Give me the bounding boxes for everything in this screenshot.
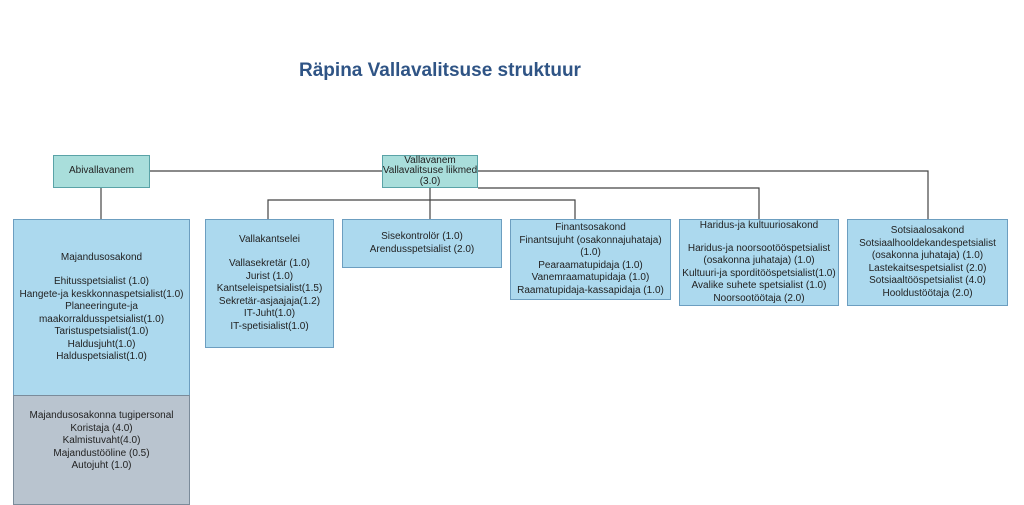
position-item: Sotsiaaltööspetsialist (4.0) xyxy=(869,275,986,286)
position-item: Haldusjuht(1.0) xyxy=(67,338,136,350)
position-item: Kantseleispetsialist(1.5) xyxy=(216,283,323,295)
position-item: Taristuspetsialist(1.0) xyxy=(54,326,149,337)
node-heading: Vallakantselei xyxy=(239,233,300,245)
node-vallavanem[interactable]: Vallavanem Vallavalitsuse liikmed (3.0) xyxy=(382,155,478,188)
position-item: Planeeringute-ja xyxy=(65,301,138,312)
position-item: (osakonna juhataja) (1.0) xyxy=(703,255,815,266)
node-vallakantselei[interactable]: Vallakantselei Vallasekretär (1.0) Juris… xyxy=(205,219,334,348)
position-item: (1.0) xyxy=(580,247,601,258)
node-heading: Majandusosakond xyxy=(60,251,143,263)
position-item: Hooldustöötaja (2.0) xyxy=(882,287,973,299)
position-item: Kultuuri-ja sporditööspetsialist(1.0) xyxy=(682,267,836,279)
position-item: Autojuht (1.0) xyxy=(71,460,132,471)
position-item: Koristaja (4.0) xyxy=(70,422,133,434)
node-finantsosakond[interactable]: Finantsosakond Finantsujuht (osakonnajuh… xyxy=(510,219,671,300)
node-sisekontroll[interactable]: Sisekontrolör (1.0) Arendusspetsialist (… xyxy=(342,219,502,268)
node-label: Vallavalitsuse liikmed xyxy=(382,165,478,177)
node-label: Abivallavanem xyxy=(68,165,135,177)
position-item: Raamatupidaja-kassapidaja (1.0) xyxy=(517,284,664,296)
position-item: Majandustööline (0.5) xyxy=(53,447,150,459)
node-majandusosakond[interactable]: Majandusosakond Ehitusspetsialist (1.0) … xyxy=(13,219,190,396)
position-item: Sotsiaalhooldekandespetsialist xyxy=(859,237,996,249)
position-item: Sekretär-asjaajaja(1.2) xyxy=(218,295,321,307)
position-item: maakorraldusspetsialist(1.0) xyxy=(38,313,165,325)
position-item: Hangete-ja keskkonnaspetsialist(1.0) xyxy=(19,288,184,300)
node-heading: Majandusosakonna tugipersonal xyxy=(29,410,174,421)
position-item: Finantsujuht (osakonnajuhataja) xyxy=(519,234,662,246)
connector xyxy=(478,187,760,219)
position-item: IT-spetisialist(1.0) xyxy=(230,320,309,332)
node-abivallavanem[interactable]: Abivallavanem xyxy=(53,155,150,188)
position-item: Pearaamatupidaja (1.0) xyxy=(538,259,643,271)
page-title: Räpina Vallavalitsuse struktuur xyxy=(299,60,581,81)
position-item: (osakonna juhataja) (1.0) xyxy=(871,250,984,261)
connector xyxy=(478,170,929,219)
position-item: Halduspetsialist(1.0) xyxy=(56,351,147,362)
position-item: Haridus-ja noorsootööspetsialist xyxy=(687,242,831,254)
position-item: Avalike suhete spetsialist (1.0) xyxy=(691,280,827,291)
node-sotsiaalosakond[interactable]: Sotsiaalosakond Sotsiaalhooldekandespets… xyxy=(847,219,1008,306)
node-heading: Finantsosakond xyxy=(555,222,626,233)
node-label: Vallavanem xyxy=(404,154,456,166)
position-item: IT-Juht(1.0) xyxy=(243,308,296,320)
connector xyxy=(267,199,576,219)
node-tugipersonal[interactable]: Majandusosakonna tugipersonal Koristaja … xyxy=(13,395,190,505)
node-heading: Sotsiaalosakond xyxy=(890,225,965,236)
position-item: Kalmistuvaht(4.0) xyxy=(62,435,141,446)
node-heading: Haridus-ja kultuuriosakond xyxy=(699,220,819,231)
position-item: Vallasekretär (1.0) xyxy=(229,258,310,270)
position-item: Jurist (1.0) xyxy=(245,270,294,282)
position-item: Sisekontrolör (1.0) xyxy=(381,231,463,242)
position-item: Noorsootöötaja (2.0) xyxy=(713,292,805,304)
position-item: Vanemraamatupidaja (1.0) xyxy=(531,272,650,283)
position-item: Arendusspetsialist (2.0) xyxy=(369,243,475,255)
position-item: Lastekaitsespetsialist (2.0) xyxy=(868,262,987,274)
node-label: (3.0) xyxy=(419,175,441,187)
node-haridus-kultuuriosakond[interactable]: Haridus-ja kultuuriosakond Haridus-ja no… xyxy=(679,219,839,306)
position-item: Ehitusspetsialist (1.0) xyxy=(53,276,150,287)
